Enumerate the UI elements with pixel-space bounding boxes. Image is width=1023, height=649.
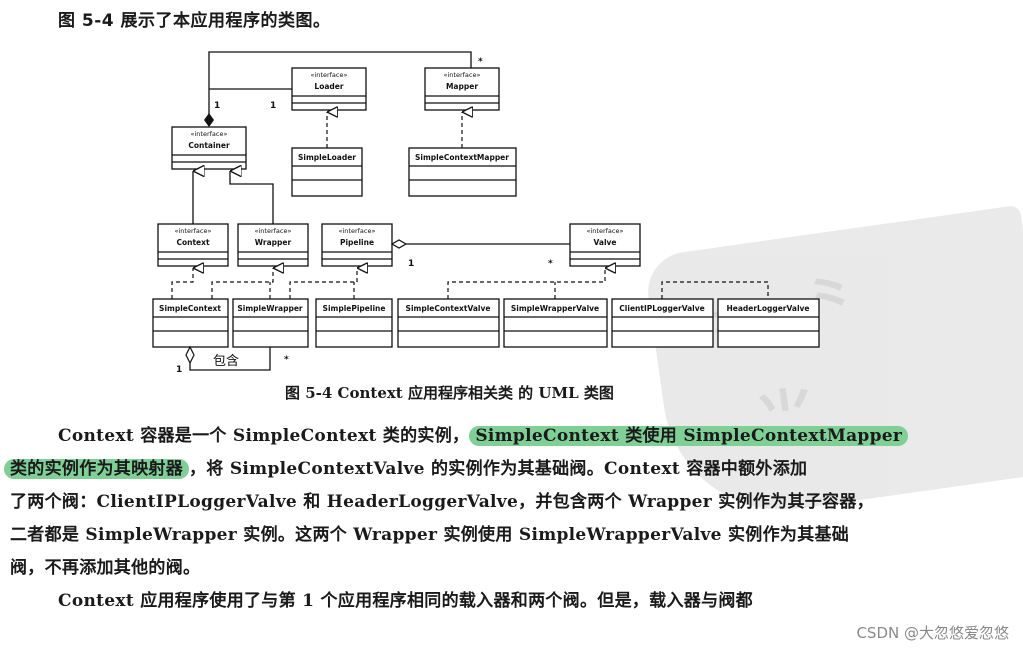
class-name: SimpleContextMapper [415,153,509,162]
class-simple-context-mapper: SimpleContextMapper [408,147,517,197]
class-header-logger-valve: HeaderLoggerValve [717,298,820,348]
class-name: SimpleContextValve [406,304,491,313]
class-name: Loader [314,82,343,91]
class-name: SimpleContext [159,304,221,313]
paragraph-line-6: Context 应用程序使用了与第 1 个应用程序相同的载入器和两个阀。但是，载… [58,591,753,611]
class-simple-context-valve: SimpleContextValve [397,298,500,348]
multiplicity-label: 1 [270,101,276,111]
stereotype-label: «interface» [587,227,624,235]
multiplicity-label: 1 [408,259,414,269]
class-wrapper: «interface» Wrapper [237,223,309,267]
class-name: SimpleLoader [298,153,356,162]
class-container: «interface» Container [171,126,247,170]
contains-label: 包含 [213,353,239,369]
stereotype-label: «interface» [444,71,481,79]
paragraph-line-3: 了两个阀：ClientIPLoggerValve 和 HeaderLoggerV… [10,492,874,512]
class-mapper: «interface» Mapper [424,67,500,111]
class-simple-loader: SimpleLoader [291,147,363,197]
class-pipeline: «interface» Pipeline [321,223,393,267]
class-name: Context [176,238,210,247]
paragraph-line-4: 二者都是 SimpleWrapper 实例。这两个 Wrapper 实例使用 S… [10,525,850,545]
multiplicity-label: * [478,57,483,67]
class-simple-wrapper: SimpleWrapper [232,298,309,348]
class-loader: «interface» Loader [291,67,367,111]
intro-text: 图 5-4 展示了本应用程序的类图。 [58,11,331,31]
paragraph-line-5: 阀，不再添加其他的阀。 [10,558,201,578]
class-simple-context: SimpleContext [152,298,229,348]
stereotype-label: «interface» [311,71,348,79]
association-container-mapper: 1 1 * [204,51,483,127]
multiplicity-label: 1 [176,365,182,375]
class-name: SimplePipeline [323,304,386,313]
uml-class-diagram: «interface» Loader «interface» Mapper «i… [152,51,820,400]
class-name: Mapper [446,82,478,91]
paragraph-text: Context 容器是一个 SimpleContext 类的实例， [58,426,470,446]
highlighted-text: 类的实例作为其映射器 [4,459,189,479]
class-name: SimpleWrapperValve [511,304,599,313]
stereotype-label: «interface» [339,227,376,235]
highlighted-text: SimpleContext 类使用 SimpleContextMapper [469,426,909,446]
multiplicity-label: * [284,355,289,365]
multiplicity-label: * [548,259,553,269]
class-simple-wrapper-valve: SimpleWrapperValve [503,298,608,348]
composition-context-wrapper: 包含 1 * [176,345,289,375]
realization-bottom-row [171,268,769,299]
class-context: «interface» Context [157,223,229,267]
class-valve: «interface» Valve [569,223,641,267]
class-name: SimpleWrapper [237,304,303,313]
stereotype-label: «interface» [191,130,228,138]
stereotype-label: «interface» [255,227,292,235]
multiplicity-label: 1 [214,101,220,111]
paragraph-line-1: Context 容器是一个 SimpleContext 类的实例，SimpleC… [58,420,909,453]
class-name: Wrapper [255,238,292,247]
figure-caption: 图 5-4 Context 应用程序相关类 的 UML 类图 [285,384,614,400]
generalization-container [192,171,274,224]
class-name: Valve [593,238,616,247]
aggregation-pipeline-valve: 1 * [390,239,570,269]
class-simple-pipeline: SimplePipeline [315,298,393,348]
class-name: Container [188,141,230,150]
class-name: ClientIPLoggerValve [619,304,704,313]
csdn-watermark: CSDN @大忽悠爱忽悠 [856,624,1009,642]
paragraph-text: ，将 SimpleContextValve 的实例作为其基础阀。Context … [189,459,808,479]
paragraph-line-2: 类的实例作为其映射器，将 SimpleContextValve 的实例作为其基础… [4,453,807,486]
class-name: HeaderLoggerValve [726,304,809,313]
class-client-ip-logger-valve: ClientIPLoggerValve [611,298,714,348]
stereotype-label: «interface» [175,227,212,235]
class-name: Pipeline [340,238,374,247]
